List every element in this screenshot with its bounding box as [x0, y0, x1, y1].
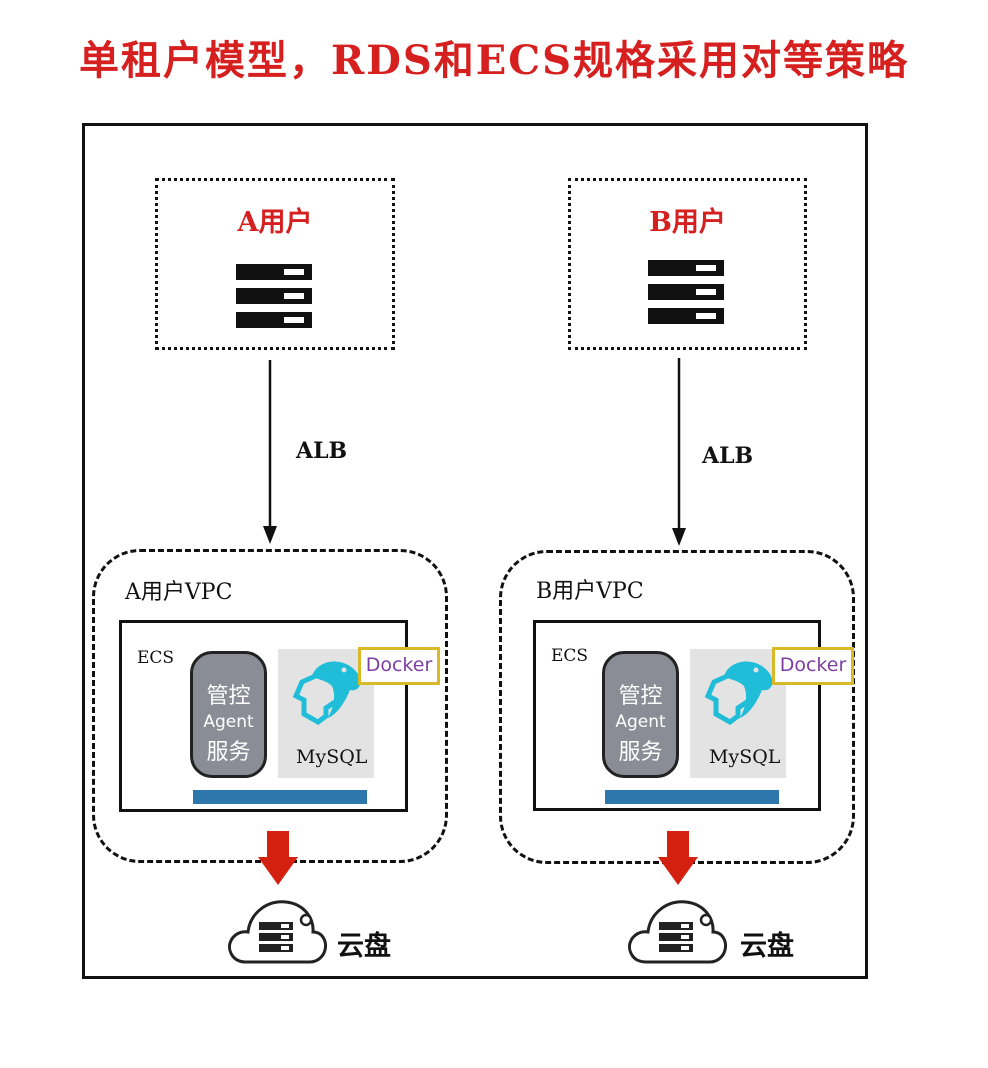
mysql-dolphin-icon [292, 661, 361, 725]
storage-bar-b [605, 790, 779, 804]
alb-arrow-b [672, 358, 686, 546]
agent-a-line2: Agent [203, 712, 254, 732]
agent-service-b: 管控 Agent 服务 [602, 651, 679, 778]
mysql-b-label: MySQL [709, 746, 781, 768]
down-arrow-red-a [258, 831, 298, 885]
alb-arrow-a [263, 360, 277, 544]
agent-b-line2: Agent [615, 712, 666, 732]
down-arrow-red-b [658, 831, 698, 885]
agent-service-a: 管控 Agent 服务 [190, 651, 267, 778]
agent-a-line3: 服务 [206, 740, 251, 765]
server-rack-icon [648, 260, 724, 324]
cloud-disk-icon [228, 900, 327, 964]
storage-bar-a [193, 790, 367, 804]
ecs-b-label: ECS [551, 646, 589, 666]
docker-a-label: Docker [358, 647, 440, 685]
alb-label-b: ALB [702, 443, 754, 469]
mysql-a-label: MySQL [296, 746, 368, 768]
ecs-a-label: ECS [137, 648, 175, 668]
page-title: 单租户模型，RDS和ECS规格采用对等策略 [78, 37, 910, 84]
vpc-b-label: B用户VPC [536, 579, 644, 604]
user-b-label: B用户 [649, 207, 726, 238]
alb-label-a: ALB [296, 438, 348, 464]
user-a-label: A用户 [237, 207, 313, 238]
agent-b-line1: 管控 [618, 684, 663, 709]
agent-b-line3: 服务 [618, 740, 663, 765]
agent-a-line1: 管控 [206, 684, 251, 709]
vpc-a-label: A用户VPC [125, 580, 233, 605]
disk-a-label: 云盘 [337, 931, 391, 962]
cloud-disk-icon [628, 900, 727, 964]
mysql-dolphin-icon [704, 661, 773, 725]
diagram-frame [82, 123, 868, 979]
docker-b-label: Docker [772, 647, 854, 685]
disk-b-label: 云盘 [740, 931, 794, 962]
server-rack-icon [236, 264, 312, 328]
